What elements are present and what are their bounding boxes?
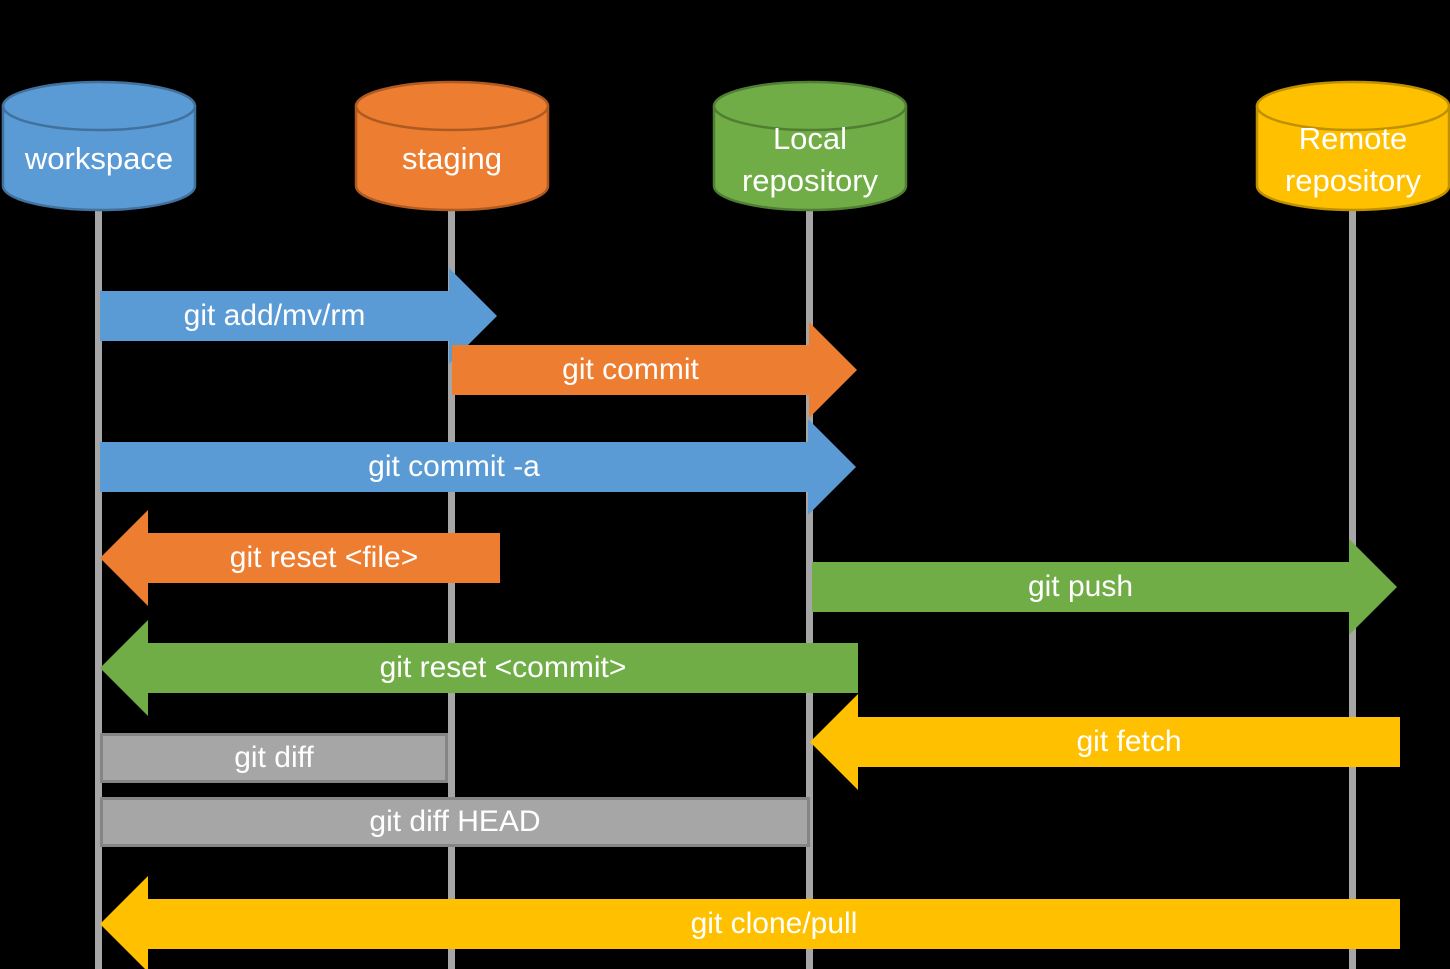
arrow-git-commit: git commit xyxy=(452,322,857,418)
node-local-repository: Local repository xyxy=(712,80,908,212)
database-cylinder-icon xyxy=(712,80,908,212)
arrow-git-clone-pull: git clone/pull xyxy=(100,876,1400,969)
arrow-git-reset-file: git reset <file> xyxy=(100,510,500,606)
arrow-label: git fetch xyxy=(1076,725,1182,758)
arrow-label: git clone/pull xyxy=(690,907,858,940)
database-cylinder-icon xyxy=(1255,80,1450,212)
arrow-label: git commit xyxy=(562,353,699,386)
lifeline-local-repository xyxy=(806,206,813,969)
database-cylinder-icon xyxy=(354,80,550,212)
bar-label: git diff xyxy=(234,741,314,774)
bar-git-diff-head: git diff HEAD xyxy=(100,797,810,847)
arrow-label: git commit -a xyxy=(368,450,540,483)
arrow-label: git add/mv/rm xyxy=(183,299,366,332)
arrow-git-commit-a: git commit -a xyxy=(100,419,856,515)
arrow-git-fetch: git fetch xyxy=(810,694,1400,790)
node-label: Remote repository xyxy=(1284,121,1422,198)
database-cylinder-icon xyxy=(1,80,197,212)
bar-label: git diff HEAD xyxy=(369,805,541,838)
node-staging: staging xyxy=(354,80,550,212)
node-label: workspace xyxy=(24,141,174,176)
arrow-label: git reset <file> xyxy=(229,541,419,574)
node-remote-repository: Remote repository xyxy=(1255,80,1450,212)
arrow-git-push: git push xyxy=(812,539,1397,635)
lifeline-staging xyxy=(448,206,455,969)
node-label: Local repository xyxy=(741,121,879,198)
arrow-label: git reset <commit> xyxy=(379,651,627,684)
arrow-label: git push xyxy=(1027,570,1134,603)
arrow-git-reset-commit: git reset <commit> xyxy=(100,620,858,716)
node-label: staging xyxy=(402,141,502,176)
arrow-git-add-mv-rm: git add/mv/rm xyxy=(100,268,497,364)
node-workspace: workspace xyxy=(1,80,197,212)
bar-git-diff: git diff xyxy=(100,733,448,783)
lifeline-workspace xyxy=(95,206,102,969)
